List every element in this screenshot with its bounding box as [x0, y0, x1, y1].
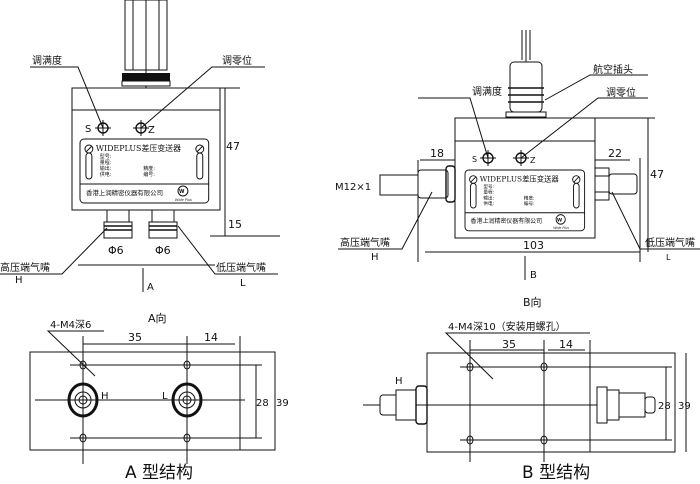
port-l-label: L [162, 391, 168, 402]
nameplate-company-b: 香港上润精密仪器有限公司 [471, 217, 543, 225]
fitting-h-diameter: Φ6 [108, 244, 124, 257]
low-pressure-fitting-b [594, 167, 610, 201]
label-high-pressure-b: 高压端气嘴 [340, 236, 390, 249]
low-pressure-fitting [148, 209, 178, 239]
knob-z-label: Z [148, 125, 155, 136]
nameplate-title-b: WIDEPLUS差压变送器 [480, 173, 560, 183]
brand-logo-text: Wide Plus [175, 198, 192, 202]
dim-14-b: 14 [559, 338, 573, 351]
nameplate-output: 输出: [100, 165, 112, 172]
brand-logo-icon [177, 185, 189, 197]
brand-logo-text-b: Wide Plus [553, 226, 569, 230]
dim-height-47-b: 47 [650, 168, 664, 181]
nameplate-serial: 编号: [143, 171, 155, 178]
dim-28-a: 28 [256, 398, 269, 409]
holes-spec-b: 4-M4深10（安装用螺孔） [448, 320, 566, 333]
aviation-plug [509, 61, 543, 113]
type-b-structure: 4-M4深10（安装用螺孔） 35 14 H 28 39 B 型结构 [363, 320, 691, 483]
knob-s-label-b: S [472, 155, 477, 164]
label-aviation-plug: 航空插头 [593, 63, 633, 76]
high-pressure-fitting-b [417, 169, 449, 199]
low-pressure-fitting-b-icon [596, 386, 656, 424]
svg-text:W: W [557, 217, 562, 223]
dim-39-a: 39 [276, 398, 289, 409]
nameplate-range-b: 量程: [483, 189, 494, 196]
port-h-label: H [101, 391, 109, 402]
label-l-b: L [666, 253, 671, 262]
high-pressure-fitting-b-icon [379, 385, 428, 425]
dim-14-a: 14 [204, 331, 218, 344]
fitting-l-diameter: Φ6 [155, 244, 171, 257]
port-h-icon [67, 382, 99, 418]
port-l-icon [171, 382, 203, 418]
label-high-pressure: 高压端气嘴 [0, 261, 50, 274]
dim-right-22: 22 [608, 147, 622, 160]
nameplate-title: WIDEPLUS差压变送器 [96, 143, 181, 153]
svg-text:W: W [179, 189, 185, 195]
thread-m12: M12×1 [335, 182, 371, 193]
label-zero-adjust: 调零位 [222, 54, 252, 67]
nameplate-model: 型号: [100, 153, 112, 160]
nameplate-power: 供电: [100, 171, 112, 178]
type-b-title: B 型结构 [522, 463, 590, 483]
view-arrow-a: A [147, 282, 154, 293]
label-span-adjust: 调满度 [32, 54, 62, 67]
label-zero-adjust-b: 调零位 [606, 86, 636, 99]
dim-width-103: 103 [523, 239, 544, 252]
nameplate-output-b: 输出: [483, 194, 494, 201]
view-b-side: S Z WIDEPLUS差压变送器 型号: 量程: 输出: 供电: 精度: 编号… [335, 30, 700, 309]
nameplate-range: 量程: [100, 159, 112, 166]
nameplate-serial-b: 编号: [524, 200, 535, 207]
dim-28-b: 28 [658, 401, 671, 412]
view-arrow-b: B [530, 270, 537, 281]
label-low-pressure-b: 低压端气嘴 [645, 236, 695, 249]
dim-35-a: 35 [128, 331, 142, 344]
nameplate-power-b: 供电: [483, 200, 494, 207]
dim-height-47: 47 [226, 140, 240, 153]
port-h-label-b: H [395, 376, 403, 387]
dim-39-b: 39 [678, 401, 691, 412]
nameplate-model-b: 型号: [483, 183, 494, 190]
dim-35-b: 35 [502, 338, 516, 351]
label-low-pressure: 低压端气嘴 [216, 261, 266, 274]
nameplate-company: 香港上润精密仪器有限公司 [86, 188, 163, 197]
m12-tube [379, 174, 423, 196]
view-a-front: S Z WIDEPLUS差压变送器 型号: 量程: 输出: 供电: 精度: 编号… [0, 0, 280, 293]
brand-logo-icon [555, 214, 566, 225]
type-a-structure: A向 4-M4深6 35 14 H L 28 39 A 型结构 [29, 311, 289, 483]
view-a-caption: A向 [148, 311, 167, 325]
label-l: L [240, 278, 246, 289]
label-h: H [15, 275, 23, 286]
nameplate-accuracy: 精度: [143, 165, 155, 172]
knob-s-label: S [85, 124, 91, 135]
high-pressure-fitting [103, 209, 133, 239]
type-a-title: A 型结构 [125, 463, 193, 483]
dim-left-18: 18 [430, 147, 444, 160]
holes-spec-a: 4-M4深6 [50, 319, 91, 331]
nameplate-accuracy-b: 精度: [524, 194, 535, 201]
view-b-caption: B向 [523, 295, 542, 309]
dim-fitting-15: 15 [228, 218, 242, 231]
knob-z-label-b: Z [530, 156, 536, 165]
label-span-adjust-b: 调满度 [472, 85, 502, 98]
label-h-b: H [371, 252, 379, 263]
